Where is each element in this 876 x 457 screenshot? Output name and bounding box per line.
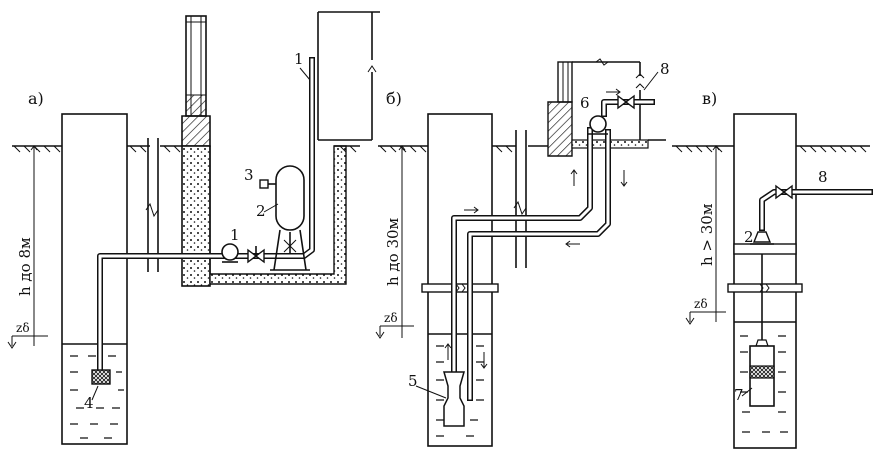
marker-3: 3 bbox=[244, 166, 254, 184]
building-wall-a bbox=[181, 15, 211, 287]
marker-2-c: 2 bbox=[744, 228, 754, 246]
panel-b-label: б) bbox=[386, 89, 402, 108]
depth-dimension-c: h > 30м bbox=[698, 145, 720, 322]
valve-icon-b bbox=[617, 94, 635, 110]
panel-c: в) h > 30м zδ bbox=[672, 89, 873, 449]
pressure-relay-icon-a bbox=[259, 179, 276, 189]
marker-4: 4 bbox=[84, 394, 94, 412]
marker-8-c: 8 bbox=[818, 168, 828, 186]
valve-icon-c bbox=[775, 184, 793, 200]
marker-1-upper: 1 bbox=[294, 50, 304, 68]
ground-line-a bbox=[12, 145, 182, 153]
basement-pit-a bbox=[209, 145, 360, 285]
water-b bbox=[436, 345, 484, 437]
pipe-b-inner bbox=[467, 129, 611, 401]
strainer-icon-a bbox=[91, 369, 111, 385]
pump-icon-b bbox=[588, 115, 608, 135]
flow-arrows-b bbox=[444, 88, 628, 369]
depth-dimension-b: h до 30м bbox=[384, 145, 406, 338]
discharge-pipe-b bbox=[601, 99, 655, 117]
depth-label-b: h до 30м bbox=[384, 217, 402, 286]
z-label-a: zδ bbox=[16, 321, 30, 335]
well-shaft-b bbox=[421, 113, 499, 447]
depth-label-a: h до 8м bbox=[16, 237, 34, 296]
pressure-tank-icon-a bbox=[270, 165, 310, 271]
marker-7: 7 bbox=[734, 386, 744, 404]
z-marker-b: zδ bbox=[375, 311, 414, 339]
suction-pipe-a bbox=[97, 253, 229, 375]
valve-icon-a bbox=[247, 246, 265, 264]
z-label-c: zδ bbox=[694, 297, 708, 311]
well-head-icon-c bbox=[750, 231, 774, 245]
pipe-b-outer bbox=[451, 127, 593, 391]
marker-5: 5 bbox=[408, 372, 418, 390]
ground-line-b bbox=[378, 145, 548, 153]
marker-1-pump: 1 bbox=[230, 226, 240, 244]
discharge-pipe-a bbox=[233, 57, 315, 259]
riser-pipe-c bbox=[759, 189, 873, 340]
water-c bbox=[740, 335, 788, 433]
break-marks-a bbox=[145, 138, 159, 272]
z-marker-c: zδ bbox=[685, 297, 726, 325]
depth-dimension-a: h до 8м bbox=[16, 145, 38, 346]
panel-a: а) h до 8м bbox=[7, 11, 380, 445]
upper-building-a bbox=[317, 11, 380, 141]
water-a bbox=[70, 355, 124, 439]
marker-2: 2 bbox=[256, 202, 266, 220]
ground-line-c bbox=[672, 145, 870, 153]
panel-a-label: а) bbox=[28, 89, 44, 108]
z-label-b: zδ bbox=[384, 311, 398, 325]
break-marks-b bbox=[513, 130, 527, 268]
panel-c-label: в) bbox=[702, 89, 717, 108]
ejector-icon-b bbox=[443, 371, 465, 427]
marker-6: 6 bbox=[580, 94, 590, 112]
depth-label-c: h > 30м bbox=[698, 203, 716, 266]
panel-b: б) h до 30м bbox=[375, 58, 670, 447]
z-marker-a: zδ bbox=[7, 321, 48, 349]
marker-8-b: 8 bbox=[660, 60, 670, 78]
pump-icon-a bbox=[221, 243, 239, 263]
submersible-pump-icon-c bbox=[749, 339, 775, 407]
